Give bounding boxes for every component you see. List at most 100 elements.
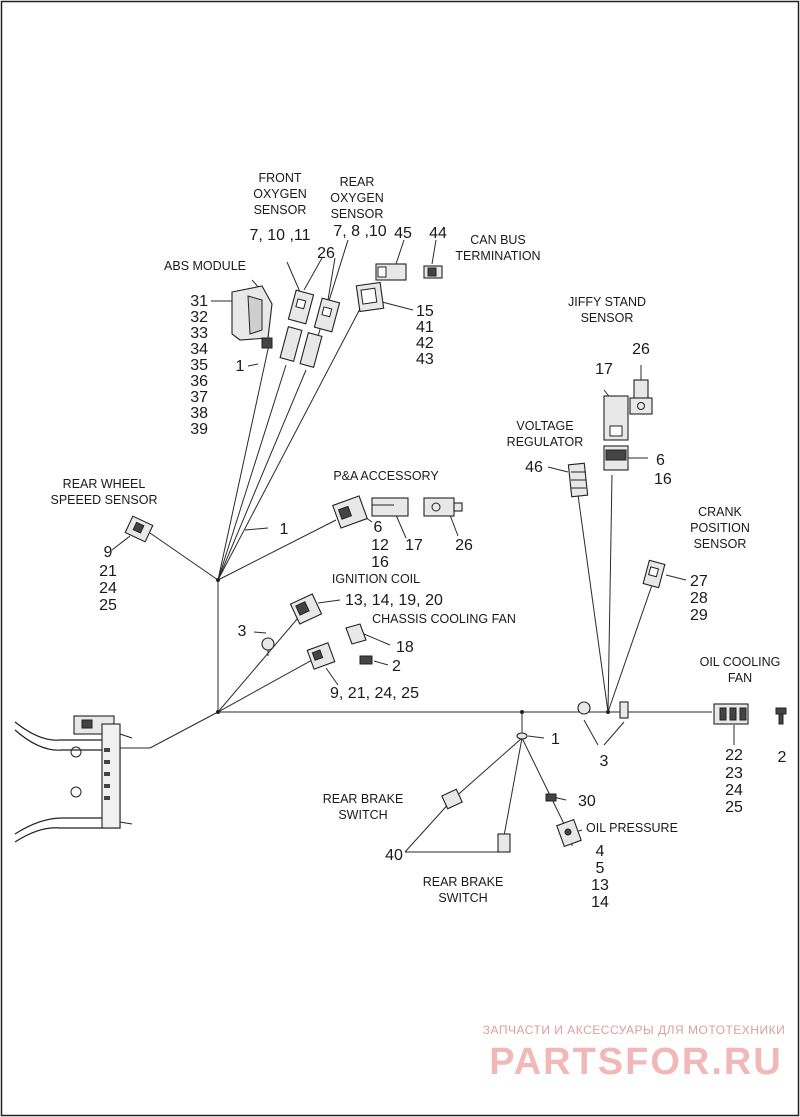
front-oxygen-connector — [279, 289, 315, 362]
can-bus-terminator-44 — [423, 265, 443, 279]
can-bus-connector-45 — [375, 263, 407, 281]
callout-abs-31: 31 — [190, 293, 208, 310]
watermark: ЗАПЧАСТИ И АКСЕССУАРЫ ДЛЯ МОТОТЕХНИКИ PA… — [483, 1023, 785, 1083]
callout-oil-fan-25: 25 — [725, 799, 743, 816]
voltage-regulator-label-1: VOLTAGE — [516, 419, 573, 433]
front-oxygen-parts: 7, 10 ,11 — [249, 227, 310, 244]
oil-cooling-fan-label-2: FAN — [728, 671, 752, 685]
callout-crank-28: 28 — [690, 590, 708, 607]
can-bus-label-1: CAN BUS — [470, 233, 526, 247]
callout-abs-35: 35 — [190, 357, 208, 374]
callout-3-left: 3 — [238, 623, 247, 640]
callout-17-pa: 17 — [405, 537, 423, 554]
chassis-cooling-fan-label: CHASSIS COOLING FAN — [372, 612, 516, 626]
callout-2-fan: 2 — [392, 658, 401, 675]
callout-rws-21: 21 — [99, 563, 117, 580]
ignition-coil-label: IGNITION COIL — [332, 572, 420, 586]
callout-oil-pressure-13: 13 — [591, 877, 609, 894]
ignition-coil-connector — [289, 593, 323, 625]
callout-pa-16: 16 — [371, 554, 389, 571]
ignition-coil-parts: 13, 14, 19, 20 — [345, 592, 443, 609]
rear-oxygen-parts: 7, 8 ,10 — [333, 223, 386, 240]
callout-oil-pressure-14: 14 — [591, 894, 609, 911]
watermark-line-2: PARTSFOR.RU — [489, 1041, 783, 1083]
jiffy-stand-label-1: JIFFY STAND — [568, 295, 646, 309]
callout-pa-12: 12 — [371, 537, 389, 554]
callout-crank-29: 29 — [690, 607, 708, 624]
callout-jiffy-6: 6 — [656, 452, 665, 469]
oil-cooling-fan-connector — [713, 703, 749, 725]
chassis-fan-screw-2 — [359, 655, 373, 665]
callout-can-41: 41 — [416, 319, 434, 336]
harness-wires — [108, 239, 735, 853]
callout-26-pa: 26 — [455, 537, 473, 554]
rear-wheel-speed-label-1: REAR WHEEL — [63, 477, 146, 491]
oil-cooling-fan-screw-2 — [775, 707, 787, 725]
callout-17-jiffy: 17 — [595, 361, 613, 378]
callout-abs-37: 37 — [190, 389, 208, 406]
callout-oil-fan-22: 22 — [725, 747, 743, 764]
harness-clip-3-bottom — [577, 701, 629, 719]
callout-abs-33: 33 — [190, 325, 208, 342]
junction-nodes — [216, 578, 610, 714]
callout-46: 46 — [525, 459, 543, 476]
callout-abs-32: 32 — [190, 309, 208, 326]
callout-44: 44 — [429, 225, 447, 242]
crank-position-label-1: CRANK — [698, 505, 742, 519]
chassis-fan-connector — [306, 642, 336, 670]
callout-rws-9: 9 — [104, 544, 113, 561]
rear-brake-switch-2-label-2: SWITCH — [438, 891, 487, 905]
callout-oil-pressure-5: 5 — [596, 860, 605, 877]
callout-abs-39: 39 — [190, 421, 208, 438]
jiffy-stand-terminal — [629, 379, 653, 415]
crank-position-connector — [642, 559, 666, 589]
rear-brake-switch-upper — [441, 788, 463, 810]
rear-oxygen-connector — [299, 297, 341, 368]
pa-accessory-terminal — [423, 497, 463, 517]
oil-cooling-fan-label-1: OIL COOLING — [700, 655, 781, 669]
rear-oxygen-label-3: SENSOR — [331, 207, 384, 221]
oil-pressure-screw-30 — [545, 793, 557, 802]
rear-wheel-speed-connector — [124, 515, 154, 543]
front-oxygen-label-3: SENSOR — [254, 203, 307, 217]
callout-can-15: 15 — [416, 303, 434, 320]
pa-accessory-housing — [371, 497, 409, 517]
rear-brake-switch-2-label-1: REAR BRAKE — [423, 875, 504, 889]
callout-45: 45 — [394, 225, 412, 242]
component-labels: FRONT OXYGEN SENSOR 7, 10 ,11 REAR OXYGE… — [51, 171, 781, 905]
can-bus-label-2: TERMINATION — [455, 249, 540, 263]
callout-1-abs: 1 — [236, 358, 245, 375]
harness-clip-1-bottom — [516, 732, 528, 740]
callout-rws-25: 25 — [99, 597, 117, 614]
callout-2-right: 2 — [778, 749, 787, 766]
pa-accessory-label: P&A ACCESSORY — [333, 469, 439, 483]
callout-crank-27: 27 — [690, 573, 708, 590]
front-oxygen-label-2: OXYGEN — [253, 187, 307, 201]
pa-accessory-connector — [332, 495, 368, 529]
callout-26-top: 26 — [317, 245, 335, 262]
voltage-regulator-label-2: REGULATOR — [507, 435, 584, 449]
callout-26-jiffy: 26 — [632, 341, 650, 358]
rear-oxygen-label-1: REAR — [340, 175, 375, 189]
abs-module-label: ABS MODULE — [164, 259, 246, 273]
callout-jiffy-16: 16 — [654, 471, 672, 488]
can-bus-connector-15 — [355, 281, 385, 313]
harness-clip-3-left — [261, 637, 275, 656]
callout-abs-36: 36 — [190, 373, 208, 390]
chassis-fan-housing-18 — [345, 623, 367, 645]
rear-brake-switch-1-label-1: REAR BRAKE — [323, 792, 404, 806]
jiffy-stand-label-2: SENSOR — [581, 311, 634, 325]
callout-1-mid: 1 — [280, 521, 289, 538]
callout-1-bottom: 1 — [551, 731, 560, 748]
voltage-regulator-connector — [567, 462, 589, 498]
crank-position-label-3: SENSOR — [694, 537, 747, 551]
abs-module — [231, 285, 273, 349]
callout-18: 18 — [396, 639, 414, 656]
callout-30: 30 — [578, 793, 596, 810]
chassis-fan-parts: 9, 21, 24, 25 — [330, 685, 419, 702]
callout-pa-6: 6 — [374, 519, 383, 536]
callout-can-43: 43 — [416, 351, 434, 368]
callout-rws-24: 24 — [99, 580, 117, 597]
rear-brake-switch-lower — [497, 833, 511, 853]
